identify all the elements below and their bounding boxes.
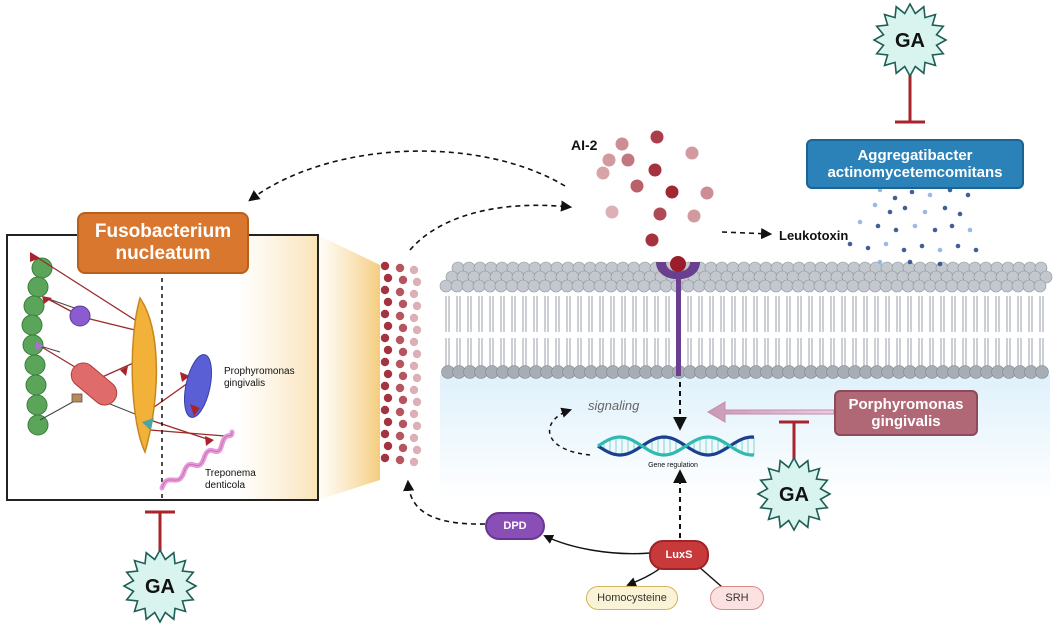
- zoom-wedge: [318, 235, 380, 500]
- inhibition-bar-icon: [145, 75, 925, 552]
- fusobacterium-label: Fusobacterium nucleatum: [77, 212, 249, 274]
- dpd-node: DPD: [485, 512, 545, 540]
- ga-starburst-bottom: GA: [122, 548, 198, 624]
- bacterial-coaggregation: [21, 252, 235, 500]
- ai2-label: AI-2: [571, 137, 598, 153]
- luxs-node: LuxS: [649, 540, 709, 570]
- membrane-bilayer-icon: [439, 261, 1053, 379]
- svg-text:GA: GA: [145, 576, 175, 598]
- svg-text:GA: GA: [779, 484, 809, 506]
- leukotoxin-label: Leukotoxin: [779, 228, 848, 243]
- porphyromonas-label: Porphyromonas gingivalis: [834, 390, 978, 436]
- receptor-icon: [656, 256, 700, 376]
- purple-coccus: [69, 305, 91, 327]
- signaling-label: signaling: [588, 398, 640, 413]
- leukotoxin-molecules: [847, 187, 979, 267]
- arrow-ai2-to-fuso: [248, 150, 566, 202]
- ga-starburst-top: GA: [872, 2, 948, 78]
- dna-helix-icon: [597, 435, 755, 457]
- arrow-signaling-loop: [548, 407, 591, 456]
- line-luxs-to-srh: [697, 565, 723, 588]
- prophyromonas-cell: [184, 354, 212, 418]
- streptococcus-chain: [21, 257, 53, 436]
- ai2-biofilm-column: [380, 261, 422, 467]
- arrow-biofilm-to-ai2: [409, 200, 573, 251]
- homocysteine-node: Homocysteine: [586, 586, 678, 610]
- srh-node: SRH: [710, 586, 764, 610]
- arrow-luxs-to-dpd: [543, 534, 651, 555]
- red-rod-bacterium: [70, 362, 118, 406]
- arrow-to-leukotoxin: [721, 228, 773, 240]
- ga-starburst-right: GA: [756, 456, 832, 532]
- svg-text:GA: GA: [895, 30, 925, 52]
- gene-regulation-label: Gene regulation: [648, 462, 698, 469]
- aggregatibacter-label: Aggregatibacter actinomycetemcomitans: [806, 139, 1024, 189]
- arrow-luxs-to-homocysteine: [626, 566, 663, 587]
- fusobacterium-cell: [131, 296, 158, 455]
- ai2-molecules: [596, 130, 714, 247]
- porphyromonas-signal-arrow: [707, 401, 835, 423]
